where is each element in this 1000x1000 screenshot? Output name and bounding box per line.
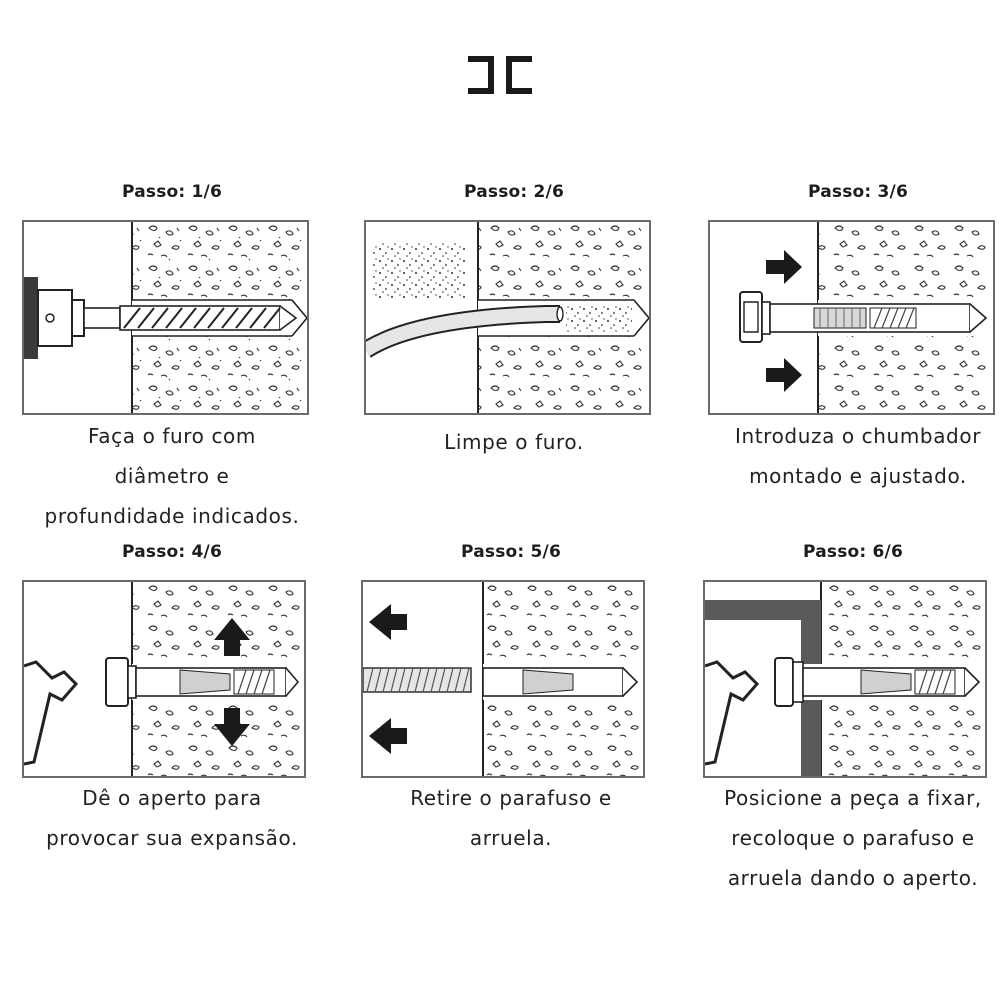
caption-line: Retire o parafuso e: [410, 786, 612, 810]
caption-line: Introduza o chumbador: [734, 424, 982, 448]
wrench-icon: [705, 660, 760, 766]
caption-line: diâmetro e: [114, 464, 230, 488]
caption-line: Limpe o furo.: [444, 430, 584, 454]
step-title: Passo: 4/6: [122, 542, 222, 562]
anchor-bolt-icon: [739, 291, 988, 343]
step-illustration: [361, 580, 645, 778]
caption-line: Posicione a peça a fixar,: [724, 786, 982, 810]
step-illustration: [364, 220, 651, 415]
arrow-icon: [214, 708, 250, 746]
step-title: Passo: 2/6: [464, 182, 564, 202]
step-caption: Retire o parafuso e arruela.: [351, 778, 671, 858]
caption-line: Dê o aperto para: [82, 786, 262, 810]
brand-logo: [468, 56, 532, 94]
caption-line: recoloque o parafuso e: [731, 826, 975, 850]
drill-icon: [24, 277, 298, 359]
step-illustration: [703, 580, 987, 778]
anchor-bolt-icon: [774, 657, 981, 707]
caption-line: arruela dando o aperto.: [727, 866, 979, 890]
step-title: Passo: 3/6: [808, 182, 908, 202]
step-title: Passo: 5/6: [461, 542, 561, 562]
blower-hose-icon: [366, 305, 564, 358]
arrow-icon: [369, 604, 407, 640]
arrow-icon: [766, 250, 802, 284]
step-illustration: [22, 580, 306, 778]
caption-line: provocar sua expansão.: [46, 826, 298, 850]
step-caption: Dê o aperto para provocar sua expansão.: [12, 778, 332, 858]
anchor-bolt-icon: [105, 657, 300, 707]
step-title: Passo: 1/6: [122, 182, 222, 202]
arrow-icon: [214, 618, 250, 656]
caption-line: Faça o furo com: [88, 424, 256, 448]
step-caption: Introduza o chumbador montado e ajustado…: [698, 416, 1000, 496]
step-caption: Faça o furo com diâmetro e profundidade …: [12, 416, 332, 536]
step-illustration: [22, 220, 309, 415]
arrow-icon: [369, 718, 407, 754]
step-title: Passo: 6/6: [803, 542, 903, 562]
caption-line: arruela.: [469, 826, 553, 850]
caption-line: profundidade indicados.: [44, 504, 300, 528]
caption-line: montado e ajustado.: [749, 464, 967, 488]
step-illustration: [708, 220, 995, 415]
arrow-icon: [766, 358, 802, 392]
step-caption: Limpe o furo.: [354, 422, 674, 462]
wrench-icon: [24, 660, 79, 766]
step-caption: Posicione a peça a fixar, recoloque o pa…: [693, 778, 1000, 898]
